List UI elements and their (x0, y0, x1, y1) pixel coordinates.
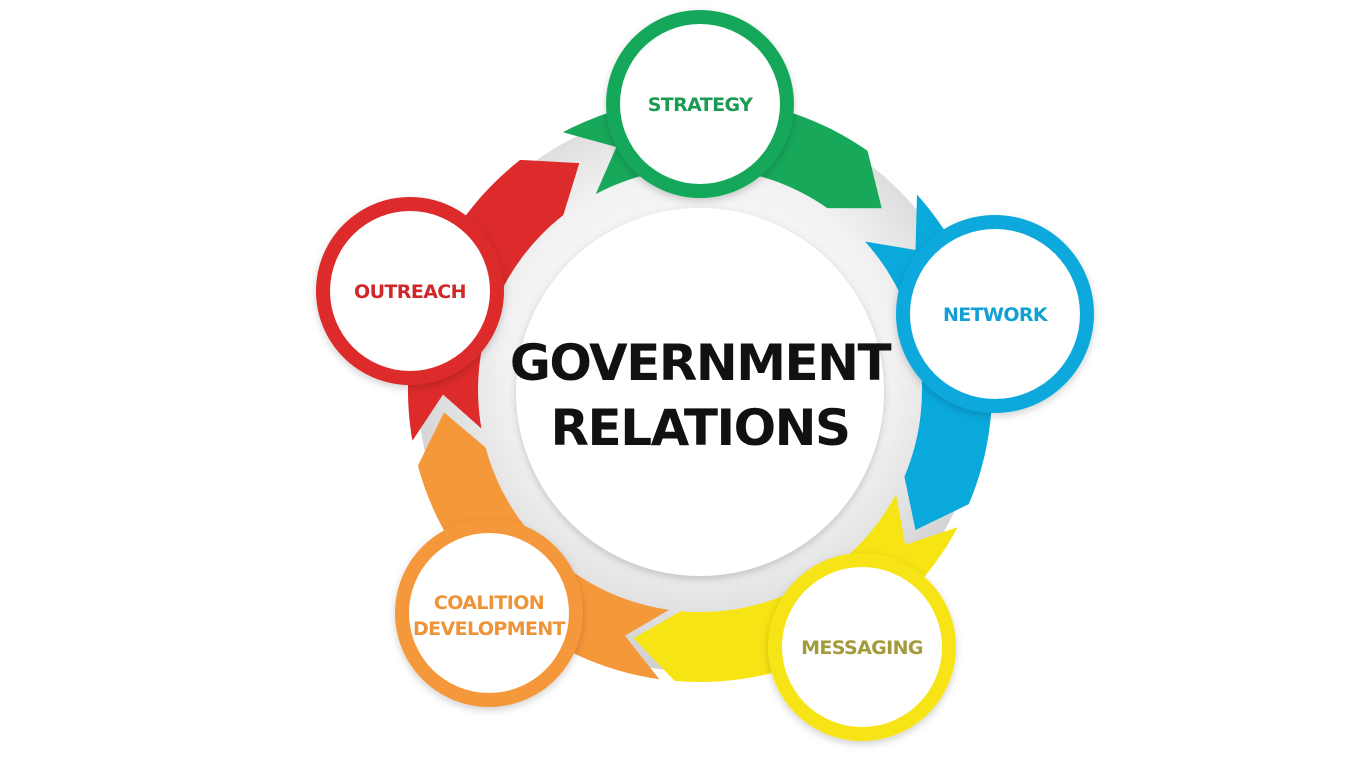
node-disc-strategy (620, 24, 780, 184)
node-label-outreach: OUTREACH (354, 281, 466, 303)
node-network: NETWORK (896, 215, 1094, 413)
node-disc-messaging (782, 567, 942, 727)
node-label-coalition: COALITION (434, 592, 544, 614)
node-strategy: STRATEGY (606, 10, 794, 198)
node-coalition: COALITION DEVELOPMENT (395, 519, 583, 707)
arrow-band-coalition (417, 412, 670, 680)
node-label-messaging: MESSAGING (801, 637, 923, 659)
node-disc-outreach (330, 211, 490, 371)
node-label-coalition-line2: DEVELOPMENT (413, 618, 566, 640)
node-label-network: NETWORK (943, 304, 1049, 326)
node-circles: STRATEGY NETWORK MESSAGING COALITION DEVELOP… (316, 10, 1094, 741)
node-disc-coalition (409, 533, 569, 693)
arrow-band-messaging (633, 494, 958, 683)
node-label-strategy: STRATEGY (648, 94, 753, 116)
center-title-line1: GOVERNMENT (510, 334, 892, 392)
center-title-line2: RELATIONS (551, 399, 850, 457)
node-outreach: OUTREACH (316, 197, 504, 385)
node-messaging: MESSAGING (768, 553, 956, 741)
node-disc-network (910, 229, 1080, 399)
center-disc (516, 208, 884, 576)
